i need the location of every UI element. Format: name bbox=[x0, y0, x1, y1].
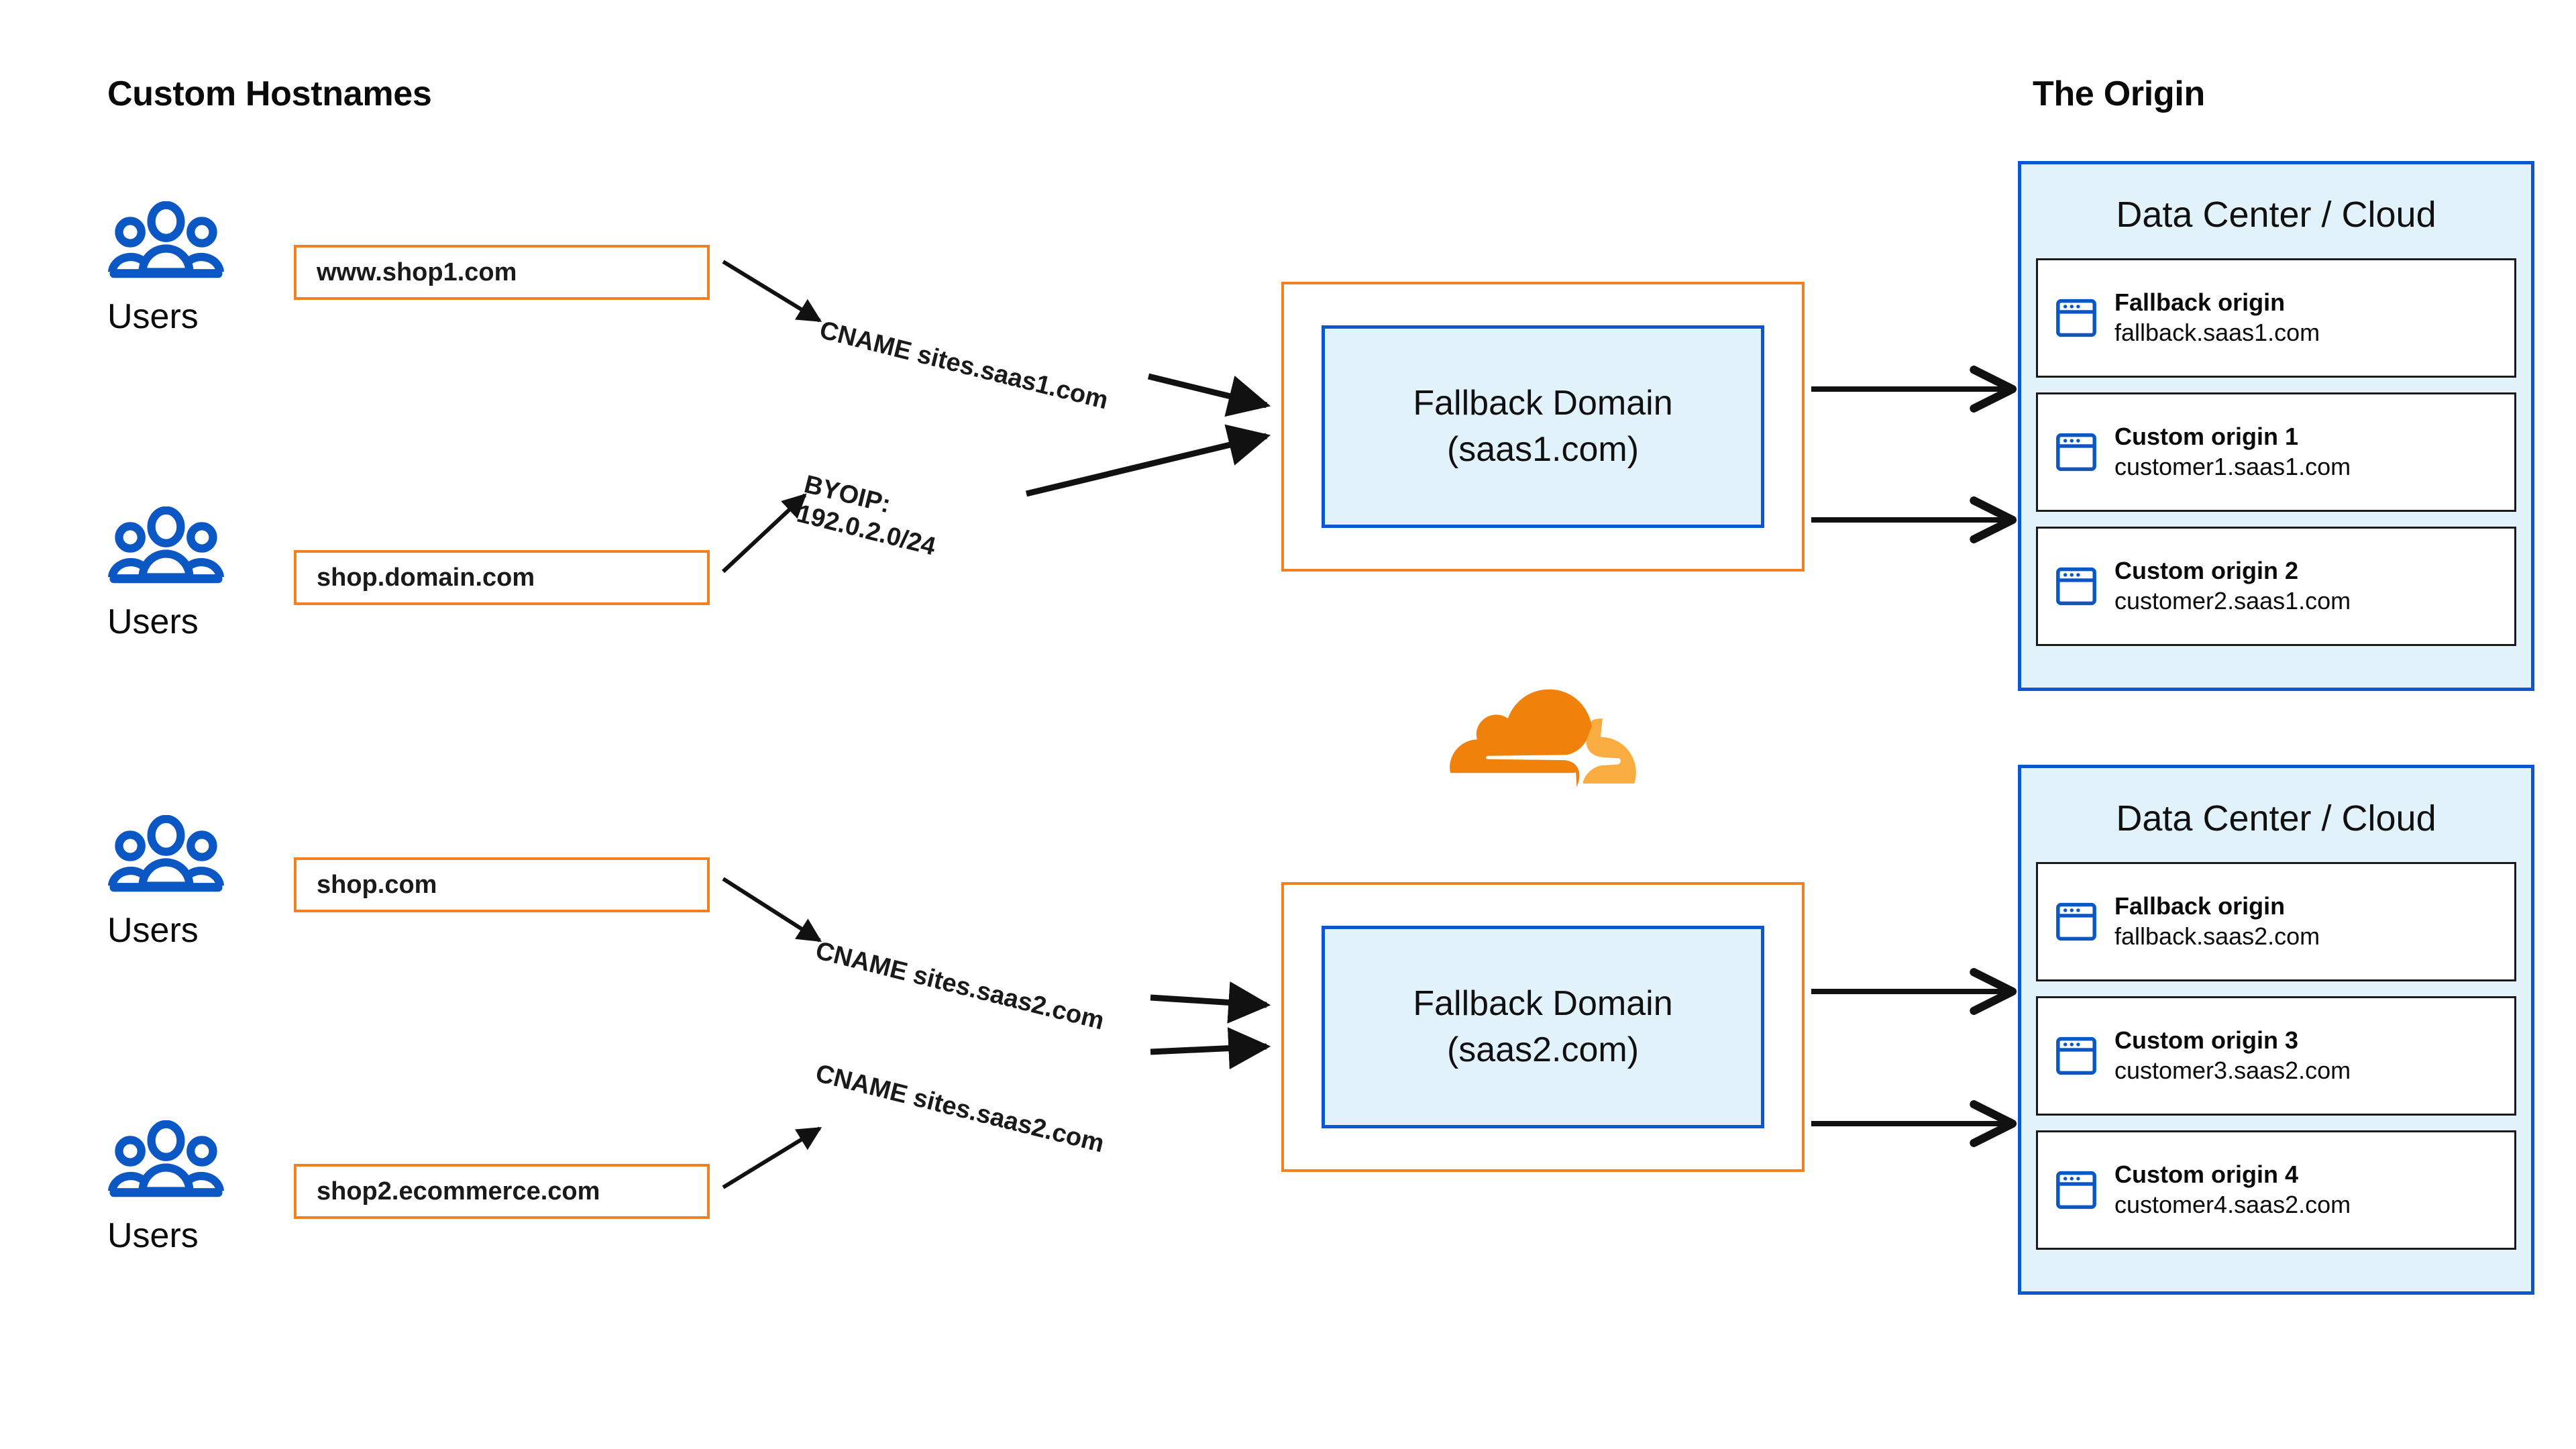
origin-hostname: customer2.saas1.com bbox=[2114, 587, 2351, 615]
page-title-the-origin: The Origin bbox=[2033, 74, 2206, 113]
custom-hostname-value: www.shop1.com bbox=[317, 258, 517, 286]
browser-window-icon bbox=[2056, 299, 2096, 337]
origin-card[interactable]: Custom origin 2 customer2.saas1.com bbox=[2036, 527, 2516, 646]
custom-hostname-box[interactable]: www.shop1.com bbox=[294, 245, 710, 300]
origin-name: Custom origin 2 bbox=[2114, 557, 2299, 585]
browser-window-icon bbox=[2056, 902, 2096, 941]
users-group: Users bbox=[107, 1120, 288, 1253]
custom-hostname-value: shop.com bbox=[317, 870, 437, 899]
fallback-domain-name: (saas1.com) bbox=[1446, 430, 1640, 469]
arrow-label-cname-saas2-b: CNAME sites.saas2.com bbox=[812, 1059, 1108, 1159]
origin-name: Fallback origin bbox=[2114, 892, 2286, 920]
custom-hostname-value: shop.domain.com bbox=[317, 563, 535, 592]
origin-name: Custom origin 4 bbox=[2114, 1161, 2299, 1189]
fallback-domain-title: Fallback Domain bbox=[1413, 384, 1673, 423]
browser-window-icon bbox=[2056, 567, 2096, 606]
arrow-label-cname-saas2-a: CNAME sites.saas2.com bbox=[812, 936, 1108, 1036]
users-icon bbox=[107, 1120, 225, 1197]
users-group: Users bbox=[107, 201, 288, 334]
data-center-title: Data Center / Cloud bbox=[2116, 195, 2436, 235]
origin-name: Custom origin 1 bbox=[2114, 423, 2299, 451]
users-label: Users bbox=[107, 602, 199, 641]
arrow-label-cname-saas1: CNAME sites.saas1.com bbox=[816, 315, 1112, 415]
users-label: Users bbox=[107, 1216, 199, 1255]
origin-card[interactable]: Custom origin 1 customer1.saas1.com bbox=[2036, 392, 2516, 512]
browser-window-icon bbox=[2056, 1036, 2096, 1075]
users-group: Users bbox=[107, 815, 288, 948]
origin-hostname: customer4.saas2.com bbox=[2114, 1191, 2351, 1219]
fallback-domain-box[interactable]: Fallback Domain (saas2.com) bbox=[1322, 926, 1764, 1128]
data-center-title: Data Center / Cloud bbox=[2116, 798, 2436, 839]
users-label: Users bbox=[107, 297, 199, 336]
data-center-panel: Data Center / Cloud Fallback origin fall… bbox=[2018, 765, 2534, 1295]
origin-hostname: fallback.saas1.com bbox=[2114, 319, 2320, 347]
browser-window-icon bbox=[2056, 1171, 2096, 1210]
cloudflare-logo bbox=[1450, 689, 1636, 788]
origin-card[interactable]: Fallback origin fallback.saas1.com bbox=[2036, 258, 2516, 378]
origin-card[interactable]: Fallback origin fallback.saas2.com bbox=[2036, 862, 2516, 981]
custom-hostname-value: shop2.ecommerce.com bbox=[317, 1177, 600, 1205]
users-icon bbox=[107, 815, 225, 892]
users-group: Users bbox=[107, 506, 288, 639]
users-label: Users bbox=[107, 911, 199, 950]
origin-card[interactable]: Custom origin 4 customer4.saas2.com bbox=[2036, 1130, 2516, 1250]
browser-window-icon bbox=[2056, 433, 2096, 472]
data-center-panel: Data Center / Cloud Fallback origin fall… bbox=[2018, 161, 2534, 691]
origin-hostname: fallback.saas2.com bbox=[2114, 922, 2320, 951]
fallback-domain-container: Fallback Domain (saas2.com) bbox=[1281, 882, 1805, 1172]
fallback-domain-name: (saas2.com) bbox=[1446, 1030, 1640, 1069]
page-title-custom-hostnames: Custom Hostnames bbox=[107, 74, 432, 113]
origin-name: Fallback origin bbox=[2114, 288, 2286, 317]
origin-name: Custom origin 3 bbox=[2114, 1026, 2299, 1055]
origin-hostname: customer3.saas2.com bbox=[2114, 1057, 2351, 1085]
users-icon bbox=[107, 506, 225, 584]
origin-hostname: customer1.saas1.com bbox=[2114, 453, 2351, 481]
custom-hostname-box[interactable]: shop.domain.com bbox=[294, 550, 710, 605]
origin-card[interactable]: Custom origin 3 customer3.saas2.com bbox=[2036, 996, 2516, 1116]
custom-hostname-box[interactable]: shop2.ecommerce.com bbox=[294, 1164, 710, 1219]
fallback-domain-container: Fallback Domain (saas1.com) bbox=[1281, 282, 1805, 572]
custom-hostname-box[interactable]: shop.com bbox=[294, 857, 710, 912]
users-icon bbox=[107, 201, 225, 278]
fallback-domain-box[interactable]: Fallback Domain (saas1.com) bbox=[1322, 325, 1764, 528]
arrow-label-byoip: BYOIP: 192.0.2.0/24 bbox=[794, 470, 938, 561]
fallback-domain-title: Fallback Domain bbox=[1413, 984, 1673, 1024]
